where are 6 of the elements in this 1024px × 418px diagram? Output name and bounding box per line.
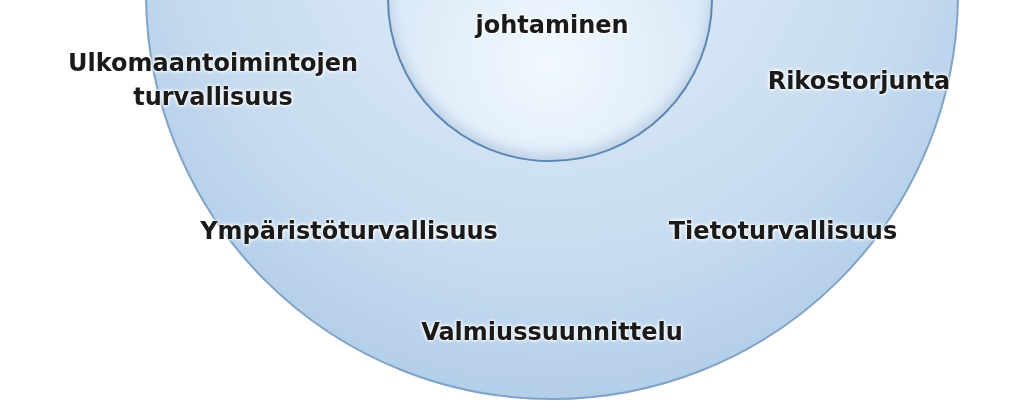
area-label: Rikostorjunta <box>766 66 952 97</box>
area-label: Valmiussuunnittelu <box>420 317 684 348</box>
area-label: Ympäristöturvallisuus <box>199 216 499 247</box>
area-label: Ulkomaantoimintojen turvallisuus <box>66 48 360 113</box>
center-label: johtaminen <box>473 10 630 41</box>
area-label: Tietoturvallisuus <box>667 216 899 247</box>
